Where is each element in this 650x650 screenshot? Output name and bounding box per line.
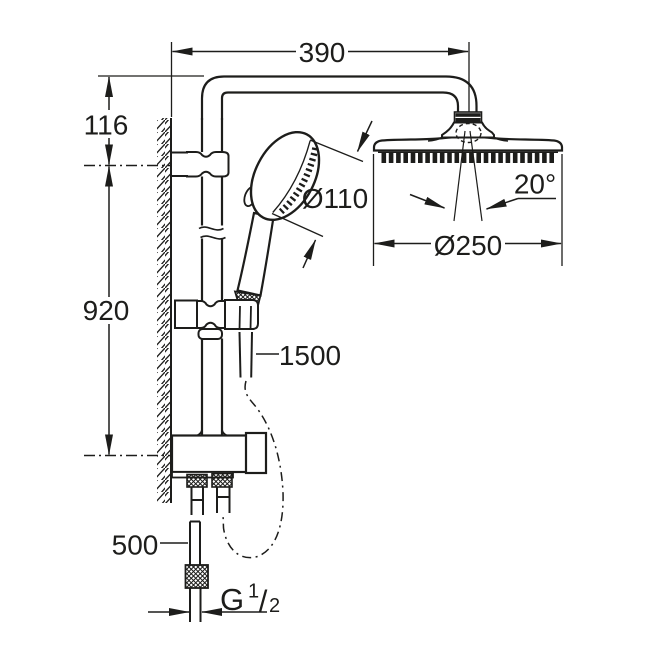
- angle-ray-left: [453, 130, 466, 222]
- wall: [157, 118, 172, 503]
- top-offset-label: 116: [84, 110, 129, 141]
- dimension-top-offset: 116: [84, 75, 204, 167]
- diverter-valve: [170, 429, 268, 515]
- spray-face-edge: [272, 140, 311, 213]
- slider: [174, 299, 259, 340]
- dimension-thread: G 1 / 2: [148, 581, 280, 619]
- shower-rail: [200, 118, 224, 436]
- hand-shower-handle: [236, 211, 275, 297]
- dimension-arm-width: 390: [170, 37, 470, 117]
- hand-shower: [233, 130, 321, 311]
- thread-slash-label: /: [259, 584, 268, 619]
- rail-break-symbol: [198, 226, 226, 240]
- slider-lower-clamp: [197, 328, 223, 340]
- slider-holder-block: [224, 299, 259, 330]
- diverter-knob: [244, 431, 268, 475]
- wall-hatching: [157, 118, 171, 503]
- thread-numerator-label: 1: [248, 581, 259, 603]
- head-shower-plate: [372, 136, 564, 152]
- angle-ray-right: [469, 130, 483, 222]
- head-shower: [372, 111, 564, 222]
- dimension-rail-height: 920: [83, 165, 172, 457]
- connection-nut-left: [186, 473, 208, 488]
- dimension-hand-shower-diameter: Ø110: [271, 120, 373, 269]
- arm-width-label: 390: [299, 37, 346, 68]
- supply-hose-length-label: 500: [112, 530, 159, 561]
- dimension-head-angle: 20°: [409, 169, 556, 210]
- spray-face-dots: [278, 147, 319, 215]
- shower-hose-length-label: 1500: [279, 340, 341, 371]
- supply-hose: [189, 520, 202, 622]
- hand-shower-diameter-label: Ø110: [302, 183, 368, 214]
- head-shower-mount: [441, 121, 495, 139]
- wall-bracket: [170, 151, 230, 178]
- connection-nut-right: [211, 472, 233, 488]
- dimension-supply-hose-length: 500: [112, 530, 188, 561]
- hand-shower-head: [249, 130, 321, 222]
- valve-body: [170, 434, 249, 474]
- head-shower-diameter-label: Ø250: [434, 230, 503, 261]
- head-angle-label: 20°: [514, 169, 556, 200]
- dimension-shower-hose-length: 1500: [256, 340, 341, 371]
- thread-letter-label: G: [220, 582, 244, 617]
- hoses: [184, 331, 284, 622]
- hand-shower-hose-loop: [222, 380, 284, 559]
- ball-joint-hidden-circle: [455, 122, 482, 144]
- dimension-head-shower-diameter: Ø250: [372, 154, 563, 266]
- rail-height-label: 920: [83, 295, 130, 326]
- shower-arm: [200, 75, 478, 120]
- supply-hose-nut: [184, 564, 209, 589]
- thread-denominator-label: 2: [269, 595, 280, 617]
- slider-left-block: [174, 299, 198, 329]
